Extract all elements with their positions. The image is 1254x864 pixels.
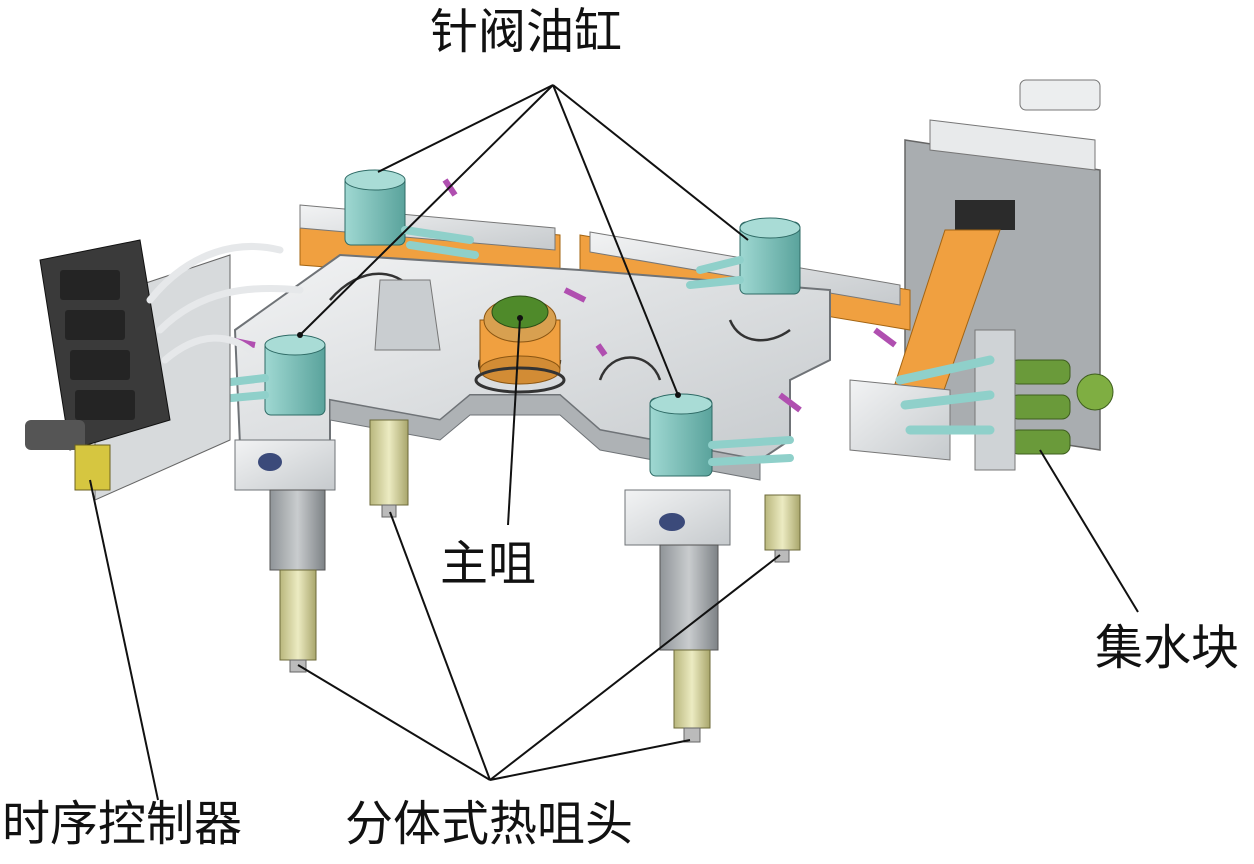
sequence-controller <box>25 239 304 501</box>
label-main-nozzle: 主咀 <box>440 536 537 592</box>
leader-dots <box>297 315 681 398</box>
nozzle-head-mid-left <box>369 419 409 518</box>
label-sequence-controller: 时序控制器 <box>2 796 243 852</box>
nozzle-head-right <box>624 489 731 743</box>
needle-valve-cylinders <box>229 169 897 477</box>
water-manifold-assembly <box>849 79 1114 471</box>
split-hot-nozzles <box>234 419 801 743</box>
label-water-manifold: 集水块 <box>1095 620 1240 676</box>
main-nozzle <box>474 295 566 394</box>
label-split-hot-nozzle: 分体式热咀头 <box>345 796 634 852</box>
cylinder-top-left <box>344 169 406 246</box>
nozzle-head-left <box>234 439 336 673</box>
nozzle-head-mid-right <box>764 494 801 563</box>
cylinder-front-left <box>264 334 326 416</box>
cylinder-front-right <box>649 393 713 477</box>
label-needle-valve-cylinder: 针阀油缸 <box>430 4 623 60</box>
water-fittings <box>974 329 1114 471</box>
cylinder-top-right <box>739 217 801 295</box>
leader-lines <box>89 84 1139 801</box>
